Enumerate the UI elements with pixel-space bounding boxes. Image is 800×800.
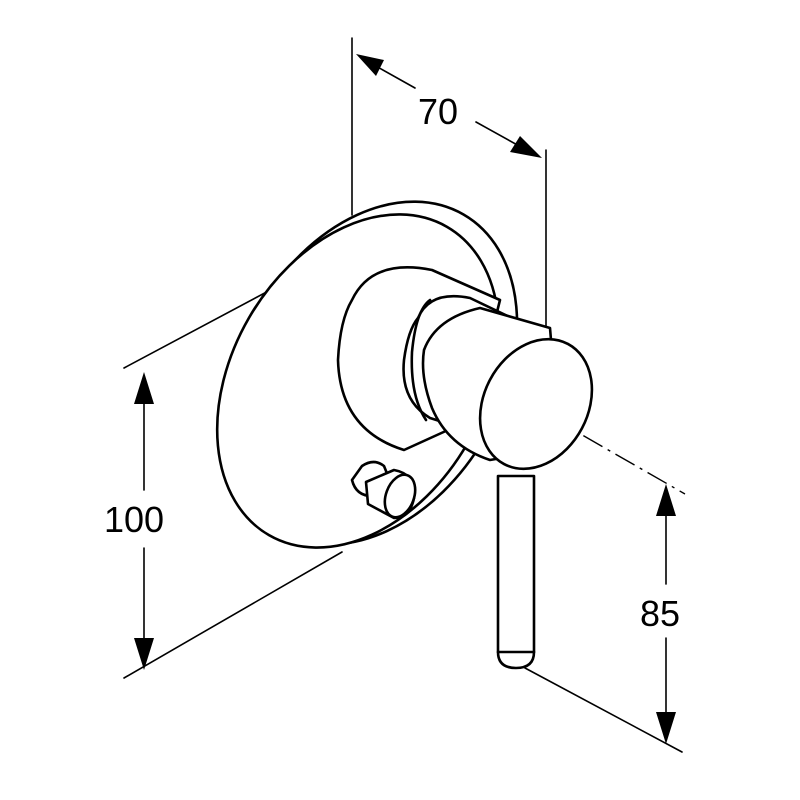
- dimension-label-70: 70: [418, 91, 458, 132]
- lever: [496, 474, 536, 670]
- arrow-icon: [656, 484, 676, 516]
- arrow-icon: [134, 372, 154, 404]
- dimension-label-85: 85: [640, 593, 680, 634]
- dimension-85: 85: [640, 484, 680, 744]
- handle-body: [336, 266, 594, 471]
- diverter-knob: [350, 460, 417, 520]
- arrow-icon: [134, 638, 154, 670]
- arrow-icon: [510, 136, 542, 158]
- arrow-icon: [656, 712, 676, 744]
- arrow-icon: [356, 54, 384, 76]
- dimension-70: 70: [356, 54, 542, 158]
- dimension-label-100: 100: [104, 499, 164, 540]
- dimension-100: 100: [104, 372, 164, 670]
